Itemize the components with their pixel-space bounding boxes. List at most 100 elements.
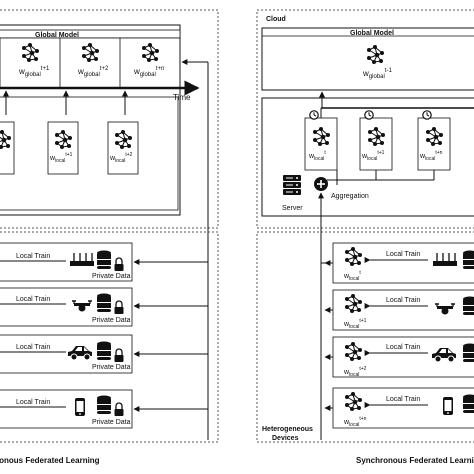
model-sup: t+2 [359,366,366,372]
server-label: Server [282,205,303,212]
model-sub: global [369,74,385,80]
model-sub: global [25,72,41,78]
left-device-row-3: Local Train Private Data [0,389,208,429]
model-sup: t+n [359,416,366,422]
left-global-model-1: wglobalt+1 [18,42,50,78]
local-train-label: Local Train [16,253,50,260]
right-global-model-label: Global Model [350,30,394,37]
local-train-label: Local Train [386,396,420,403]
model-sup: t+1 [377,150,384,156]
model-base: w [361,153,368,160]
model-base: w [362,69,369,78]
model-sub: local [349,422,359,428]
model-base: w [109,155,116,162]
svg-text:wlocalt+n: wlocalt+n [419,150,443,162]
aggregation-label: Aggregation [331,193,369,200]
right-server-local-model-2: wlocalt+n [417,110,451,171]
model-sup: t [359,270,361,276]
model-sup: t+1 [41,66,50,72]
model-sub: global [140,72,156,78]
left-device-row-0: Local Train Private Data [0,242,208,282]
right-server-local-model-1: wlocalt+1 [359,110,393,171]
model-sub: local [367,156,377,162]
private-data-label: Private Data [92,273,131,280]
local-train-label: Local Train [16,296,50,303]
model-sub: local [349,276,359,282]
svg-text:wglobalt+1: wglobalt+1 [18,66,50,78]
model-base: w [343,321,350,328]
time-label: Time [173,93,191,102]
clock-icon [309,110,319,120]
private-data-label: Private Data [92,317,131,324]
model-sub: local [55,158,65,164]
model-base: w [49,155,56,162]
model-sup: t+n [156,66,165,72]
model-base: w [18,67,25,76]
left-device-row-2: Local Train Private Data [0,334,208,374]
left-global-model-2: wglobalt+2 [77,42,109,78]
heterogeneous-label-line1: Heterogeneous [262,426,313,433]
right-device-row-3: wlocalt+n Local Train [324,387,474,429]
phone-icon [75,398,85,416]
left-local-model-0 [0,121,15,175]
left-local-model-1: wlocalt+1 [47,121,79,175]
model-base: w [343,419,350,426]
right-device-row-1: wlocalt+1 Local Train [324,289,474,331]
right-device-row-2: wlocalt+2 Local Train [324,336,474,378]
right-global-model-notation: wglobalt-1 [362,68,392,80]
right-device-row-0: wlocalt Local Train [321,242,474,284]
svg-text:wlocalt+1: wlocalt+1 [49,152,73,164]
model-sub: local [349,324,359,330]
model-base: w [308,153,315,160]
phone-icon [443,397,453,415]
left-device-row-1: Local Train Private Data [0,287,208,327]
svg-text:wlocalt+1: wlocalt+1 [343,318,367,330]
model-sub: local [349,372,359,378]
model-sup: t+n [435,150,442,156]
left-global-model-3: wglobalt+n [133,42,164,78]
svg-text:wlocalt: wlocalt [343,270,361,282]
svg-text:wglobalt+n: wglobalt+n [133,66,164,78]
clock-icon [364,110,374,120]
right-caption: Synchronous Federated Learni [356,456,474,465]
local-train-label: Local Train [386,344,420,351]
svg-text:wlocalt+n: wlocalt+n [343,416,367,428]
left-global-model-bar [0,29,181,39]
svg-text:wglobalt+2: wglobalt+2 [77,66,109,78]
left-caption: ronous Federated Learning [0,456,100,465]
svg-text:wlocalt+2: wlocalt+2 [109,152,133,164]
right-synchronous-panel: Cloud Global Model wglobalt-1 wlocalt wl… [256,9,474,465]
model-sub: local [425,156,435,162]
local-train-label: Local Train [386,297,420,304]
model-base: w [343,273,350,280]
cloud-label: Cloud [266,16,286,23]
model-sup: t+1 [65,152,72,158]
model-base: w [343,369,350,376]
model-sup: t-1 [385,68,393,74]
local-train-label: Local Train [16,344,50,351]
model-sup: t+1 [359,318,366,324]
model-sub: local [314,156,324,162]
model-base: w [133,67,140,76]
model-sub: global [84,72,100,78]
private-data-label: Private Data [92,419,131,426]
left-asynchronous-panel: Global Model wglobalt+1 wglobalt+2 wglob… [0,9,219,465]
server-icon [282,174,302,196]
model-sup: t+2 [100,66,109,72]
model-sup: t [324,150,326,156]
heterogeneous-label-line2: Devices [272,435,299,442]
left-server-inner-box [0,96,179,211]
model-sub: local [115,158,125,164]
model-sup: t+2 [125,152,132,158]
left-global-model-label: Global Model [35,32,79,39]
model-base: w [77,67,84,76]
svg-text:wlocalt+1: wlocalt+1 [361,150,385,162]
local-train-label: Local Train [16,399,50,406]
svg-text:wlocalt: wlocalt [308,150,326,162]
local-train-label: Local Train [386,251,420,258]
model-base: w [419,153,426,160]
right-server-local-model-0: wlocalt [304,110,338,171]
left-local-model-2: wlocalt+2 [107,121,139,175]
private-data-label: Private Data [92,364,131,371]
